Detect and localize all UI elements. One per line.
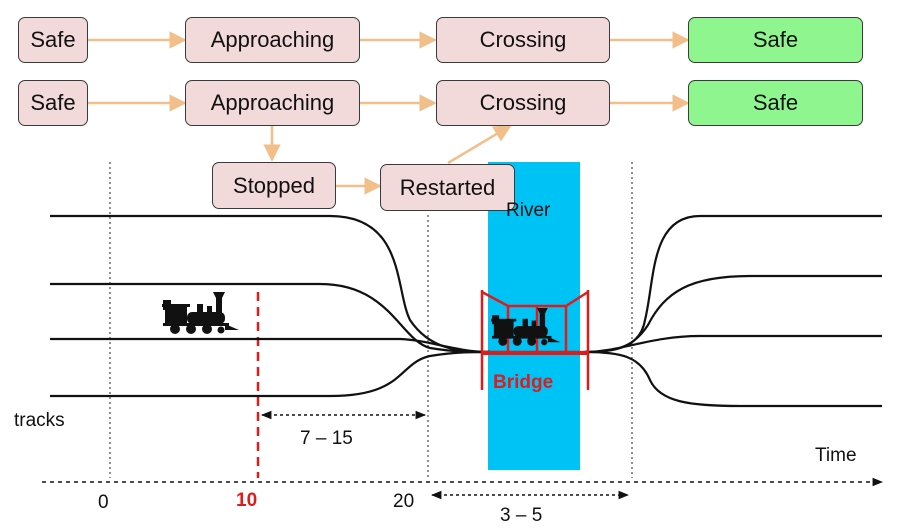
state-safe-start-row2: Safe	[18, 80, 88, 126]
state-stopped: Stopped	[212, 162, 336, 209]
tick-label-10: 10	[236, 490, 258, 511]
interval-label-crossing: 3 – 5	[500, 505, 543, 526]
tracks-label: tracks	[14, 410, 65, 431]
steam-locomotive-icon	[491, 308, 561, 346]
tick-label-0: 0	[98, 492, 109, 513]
state-safe-end-row2: Safe	[688, 80, 863, 126]
time-axis-label: Time	[815, 445, 857, 466]
river-area	[488, 162, 580, 470]
state-crossing-row2: Crossing	[436, 80, 610, 126]
state-safe-end-row1: Safe	[688, 17, 863, 63]
state-safe-start-row1: Safe	[18, 17, 88, 63]
bridge-label: Bridge	[493, 372, 554, 393]
state-approaching-row1: Approaching	[185, 17, 360, 63]
steam-locomotive-icon	[162, 292, 239, 334]
tracks	[50, 214, 882, 408]
state-approaching-row2: Approaching	[185, 80, 360, 126]
state-restarted: Restarted	[380, 164, 515, 211]
state-crossing-row1: Crossing	[436, 17, 610, 63]
tick-label-20: 20	[393, 491, 415, 512]
interval-label-approach: 7 – 15	[300, 428, 353, 449]
bridge	[480, 290, 590, 390]
transition-arrows	[88, 31, 690, 195]
river-label: River	[506, 200, 551, 221]
